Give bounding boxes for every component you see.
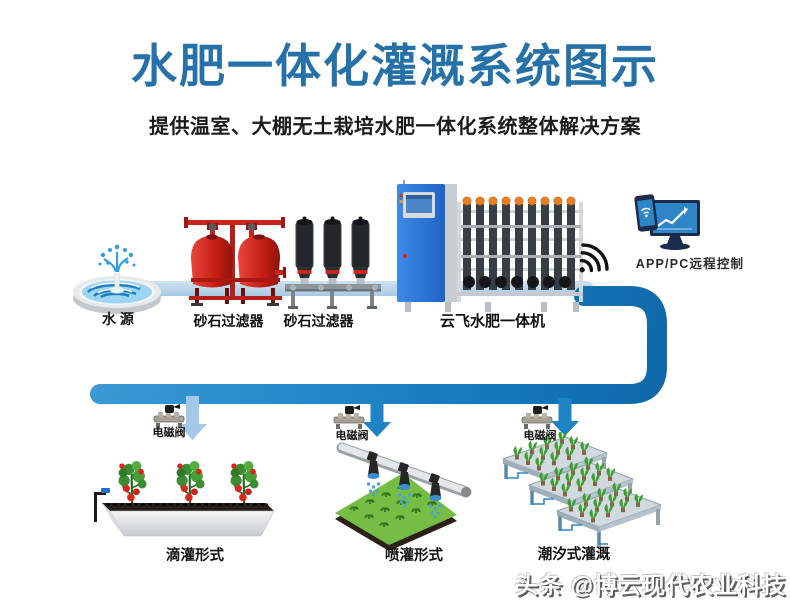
- label-valve-1: 电磁阀: [152, 427, 186, 439]
- drip-irrigation-icon: [94, 459, 275, 537]
- disc-filter-icon: [285, 216, 381, 309]
- label-tidal: 潮汐式灌溉: [537, 547, 611, 563]
- branch-arrow-1: [178, 396, 207, 440]
- label-remote-control: APP/PC远程控制: [635, 257, 745, 271]
- solenoid-valve-icon-1: [153, 403, 185, 429]
- label-sprinkler: 喷灌形式: [385, 548, 443, 564]
- remote-control-icon: [634, 194, 700, 250]
- label-valve-2: 电磁阀: [335, 430, 369, 442]
- sand-filter-icon: [184, 217, 286, 306]
- branch-arrow-3: [551, 398, 579, 436]
- main-pipe: [90, 286, 667, 404]
- solenoid-valve-icon-3: [521, 404, 553, 430]
- water-source-icon: [73, 244, 161, 314]
- label-drip: 滴灌形式: [166, 548, 224, 564]
- branch-arrow-2: [363, 398, 391, 437]
- page-title: 水肥一体化灌溉系统图示: [131, 40, 659, 92]
- tidal-irrigation-icon: [496, 432, 664, 548]
- label-sand-filter-2: 砂石过滤器: [283, 313, 354, 329]
- label-water-source: 水 源: [102, 311, 134, 327]
- wifi-icon: [579, 243, 609, 273]
- sprinkler-irrigation-icon: [335, 442, 472, 550]
- label-machine: 云飞水肥一体机: [439, 313, 545, 330]
- label-sand-filter-1: 砂石过滤器: [193, 313, 264, 329]
- page-subtitle: 提供温室、大棚无土栽培水肥一体化系统整体解决方案: [149, 116, 641, 138]
- watermark: 头条 @博云现代农业科技: [515, 572, 786, 598]
- solenoid-valve-icon-2: [333, 404, 365, 430]
- label-valve-3: 电磁阀: [523, 430, 557, 442]
- fertigation-machine-icon: [397, 180, 583, 312]
